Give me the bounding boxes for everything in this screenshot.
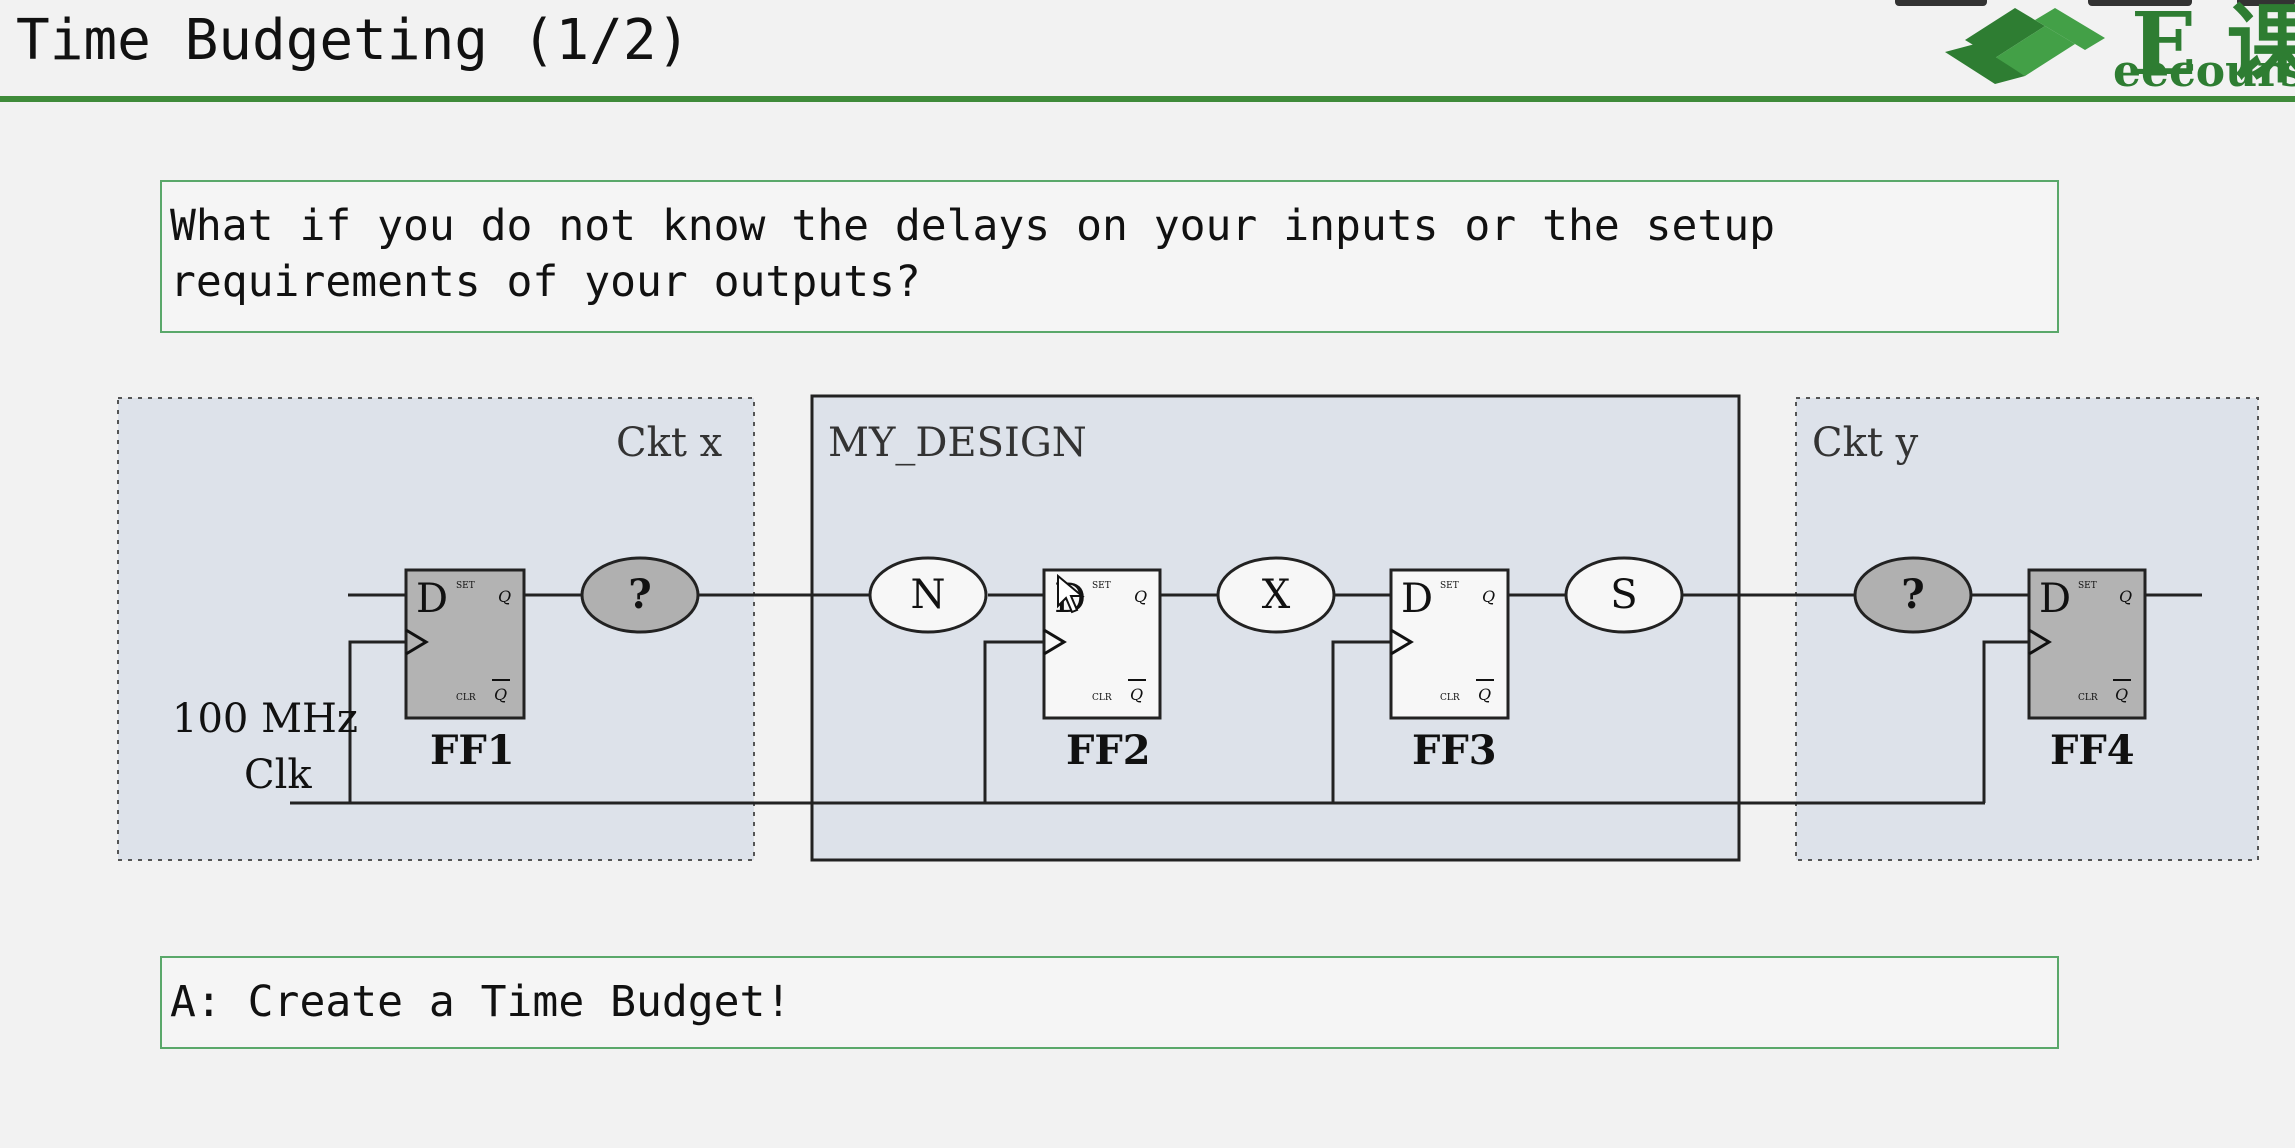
ff2-clr-pin: CLR: [1092, 693, 1112, 703]
logo-text: eecours: [2113, 46, 2295, 96]
ckt-x-label: Ckt x: [616, 420, 723, 466]
unknown-output-label: ?: [1901, 571, 1924, 618]
ff3-q-pin: Q: [1482, 587, 1495, 606]
ff2-q-pin: Q: [1134, 587, 1147, 606]
ckt-y-region: [1795, 397, 2259, 861]
logo-glyph: E 课: [2131, 0, 2295, 95]
flip-flop-ff4: D SET Q CLR Q FF4: [2027, 568, 2147, 774]
question-line-2: requirements of your outputs?: [170, 257, 921, 307]
flip-flop-ff3: D SET Q CLR Q FF3: [1389, 568, 1510, 774]
answer-text: A: Create a Time Budget!: [170, 977, 792, 1027]
logic-unknown-output: ?: [1853, 556, 1973, 634]
ff1-set-pin: SET: [456, 581, 475, 591]
logic-unknown-input: ?: [580, 556, 700, 634]
ff4-d-pin: D: [2039, 576, 2071, 622]
ff3-qbar-pin: Q: [1478, 685, 1491, 704]
ff2-qbar-pin: Q: [1130, 685, 1143, 704]
ff4-label: FF4: [2050, 727, 2135, 774]
flip-flop-ff2: D SET Q CLR Q FF2: [1042, 568, 1162, 774]
ff4-clr-pin: CLR: [2078, 693, 2098, 703]
question-line-1: What if you do not know the delays on yo…: [170, 201, 1776, 251]
clock-name-label: Clk: [244, 752, 312, 798]
title-divider: [0, 96, 2295, 102]
ff1-d-pin: D: [416, 576, 448, 622]
brand-logo: E 课 eecours: [1935, 0, 2295, 96]
window-tab-decoration: [1895, 0, 1987, 6]
logic-s-label: S: [1610, 572, 1637, 618]
window-tab-decoration: [2088, 0, 2192, 6]
logic-x-label: X: [1262, 572, 1291, 618]
window-tab-decoration: [2237, 0, 2295, 6]
ff2-label: FF2: [1066, 727, 1151, 774]
ff3-d-pin: D: [1401, 576, 1433, 622]
ff1-clr-pin: CLR: [456, 693, 476, 703]
ff4-q-pin: Q: [2119, 587, 2132, 606]
mouse-cursor-icon: [1057, 573, 1085, 614]
flip-flop-ff1: D SET Q CLR Q FF1: [404, 568, 526, 774]
logic-x: X: [1216, 556, 1336, 634]
logic-s: S: [1564, 556, 1684, 634]
ff3-label: FF3: [1412, 727, 1497, 774]
question-box: What if you do not know the delays on yo…: [160, 180, 2059, 333]
ff1-q-pin: Q: [498, 587, 511, 606]
ff3-clr-pin: CLR: [1440, 693, 1460, 703]
ckt-y-label: Ckt y: [1812, 420, 1919, 466]
ff1-qbar-pin: Q: [494, 685, 507, 704]
my-design-label: MY_DESIGN: [828, 420, 1087, 466]
ff2-set-pin: SET: [1092, 581, 1111, 591]
ff1-label: FF1: [430, 727, 515, 774]
logic-n: N: [868, 556, 988, 634]
logo-mark-icon: [1945, 8, 2105, 84]
clock-frequency-label: 100 MHz: [172, 696, 358, 742]
logic-n-label: N: [911, 572, 946, 618]
answer-box: A: Create a Time Budget!: [160, 956, 2059, 1049]
unknown-input-label: ?: [628, 571, 651, 618]
ff4-set-pin: SET: [2078, 581, 2097, 591]
ff4-qbar-pin: Q: [2115, 685, 2128, 704]
slide-title: Time Budgeting (1/2): [16, 8, 691, 73]
clock-wires: [290, 640, 2029, 805]
ff3-set-pin: SET: [1440, 581, 1459, 591]
